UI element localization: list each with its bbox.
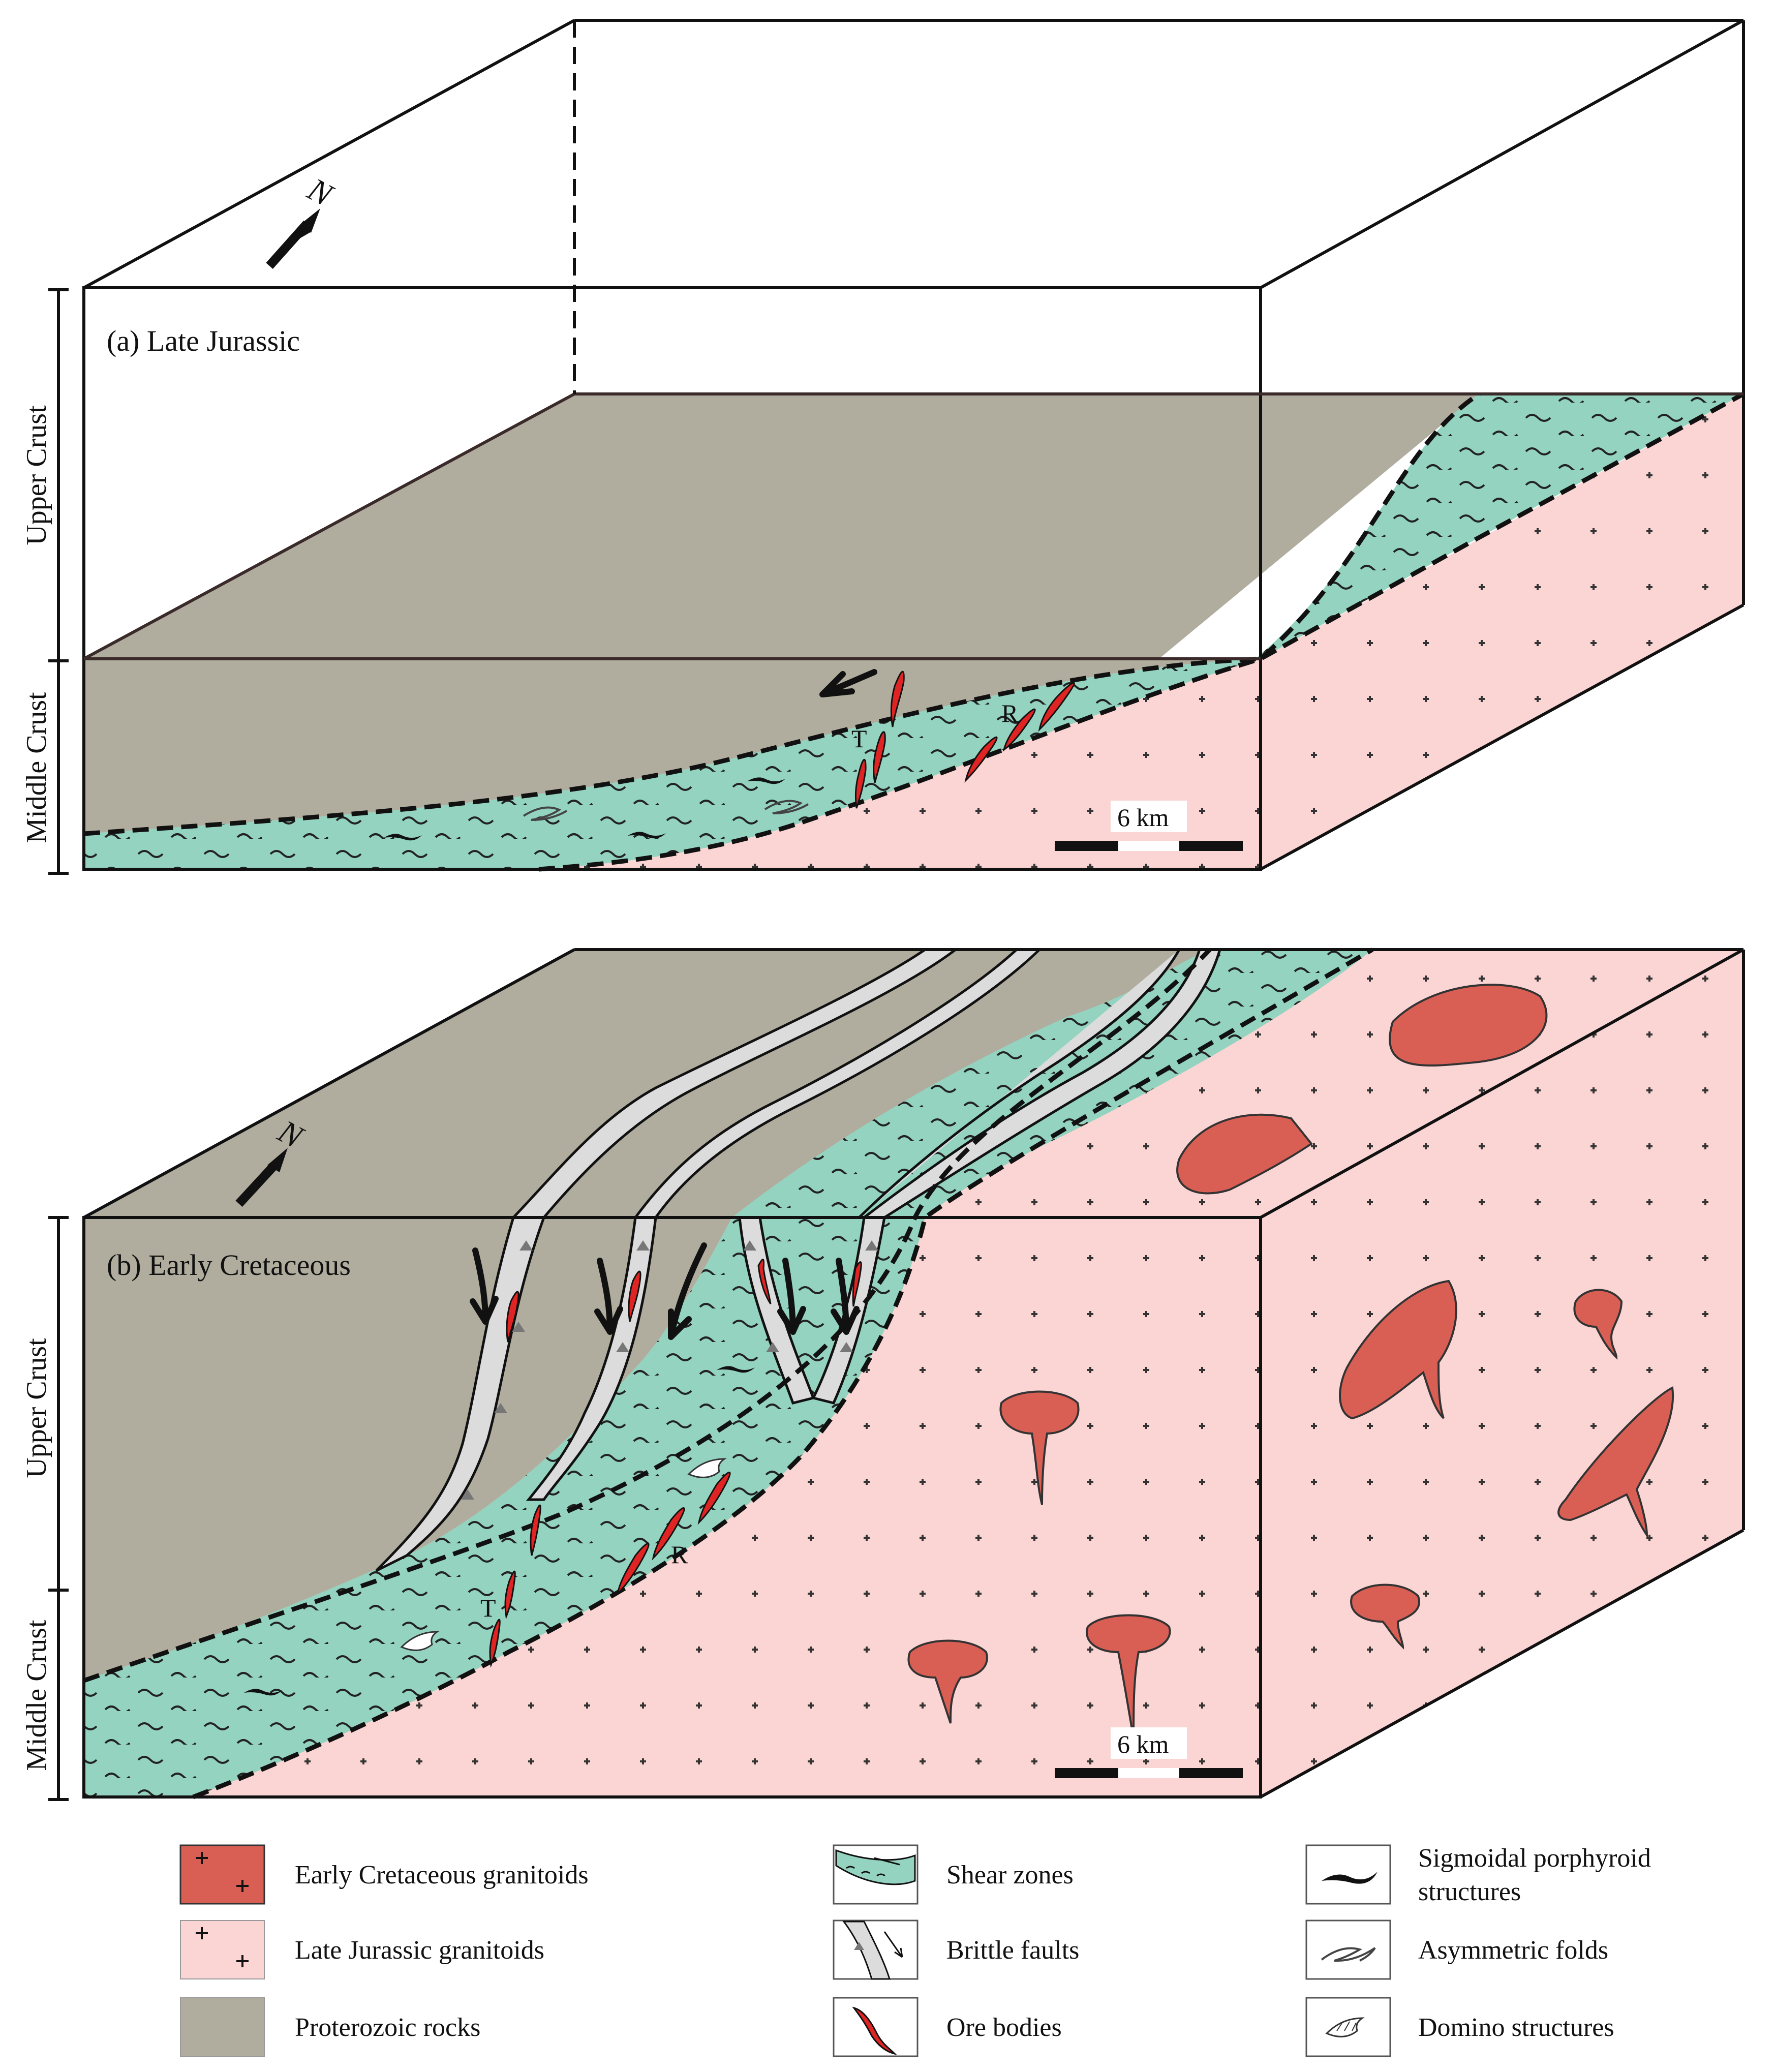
legend-ore-bodies-label: Ore bodies xyxy=(946,2013,1062,2042)
legend-asymmetric-folds-label: Asymmetric folds xyxy=(1418,1936,1608,1965)
panel-a-north-arrow xyxy=(266,208,320,269)
panel-a-dashed-contact-upper xyxy=(83,392,1481,836)
panel-b-label-r: R xyxy=(671,1540,688,1569)
legend: Early Cretaceous granitoids Late Jurassi… xyxy=(179,1844,1651,2057)
panel-a-upper-crust-label: Upper Crust xyxy=(21,405,52,545)
panel-b-upper-crust-label: Upper Crust xyxy=(21,1338,52,1478)
panel-b-domino-structures xyxy=(400,1458,727,1651)
panel-b-front-proterozoic xyxy=(84,1217,732,1681)
panel-b-fault-markers xyxy=(461,1240,878,1500)
panel-a-late-jurassic: T R N (a) Late Jurassic 6 km xyxy=(21,19,1745,875)
panel-b-scale-label: 6 km xyxy=(1117,1730,1169,1758)
panel-a-middle-crust-label: Middle Crust xyxy=(21,692,52,843)
panel-a-ore-bodies xyxy=(854,671,1075,809)
legend-sigmoidal-label-2: structures xyxy=(1418,1877,1521,1906)
panel-b-box-outline xyxy=(82,948,1745,1799)
legend-domino-label: Domino structures xyxy=(1418,2013,1614,2042)
legend-asymmetric-folds-swatch xyxy=(1305,1919,1391,1980)
panel-a-label-r: R xyxy=(1001,699,1019,727)
panel-a-front-proterozoic xyxy=(84,659,1261,834)
panel-a-sigmoidal-structures xyxy=(384,777,785,841)
panel-b-sigmoidal-structures xyxy=(244,1366,755,1696)
panel-b-front-brittle-faults xyxy=(375,1216,886,1572)
legend-brittle-faults-label: Brittle faults xyxy=(946,1936,1079,1965)
panel-b-fault-arrows xyxy=(470,1242,860,1340)
legend-ore-bodies-swatch xyxy=(833,1997,919,2057)
legend-proterozoic-swatch xyxy=(180,1997,265,2057)
legend-sigmoidal-swatch xyxy=(1305,1844,1391,1905)
panel-b-middle-crust-label: Middle Crust xyxy=(21,1620,52,1771)
panel-a-north-label: N xyxy=(301,171,340,214)
legend-brittle-faults-swatch xyxy=(833,1919,919,1980)
legend-early-cretaceous-label: Early Cretaceous granitoids xyxy=(295,1861,589,1890)
panel-a-title: (a) Late Jurassic xyxy=(107,324,300,357)
panel-b-title: (b) Early Cretaceous xyxy=(107,1248,351,1282)
panel-b-dashed-contact-upper xyxy=(83,948,1212,1683)
panel-a-shear-sense-arrow xyxy=(819,669,877,697)
panel-a-scale-bar xyxy=(1055,801,1243,851)
panel-b-crust-brackets xyxy=(48,1216,69,1801)
panel-a-scale-label: 6 km xyxy=(1117,803,1169,832)
panel-b-ore-bodies xyxy=(489,1259,862,1668)
panel-b-top-brittle-faults xyxy=(510,948,1222,1219)
panel-a-dashed-contact-lower xyxy=(538,392,1745,872)
panel-b-early-cretaceous-intrusions xyxy=(907,984,1674,1739)
panel-b-early-cretaceous: T R N (b) Early Cre xyxy=(21,948,1745,1801)
panel-b-label-t: T xyxy=(480,1594,496,1622)
legend-shear-zones-label: Shear zones xyxy=(946,1861,1074,1890)
panel-b-dashed-contact-lower xyxy=(192,948,1374,1800)
panel-a-crust-brackets xyxy=(48,288,69,875)
panel-b-north-arrow xyxy=(235,1148,288,1207)
legend-late-jurassic-swatch xyxy=(180,1920,265,1979)
panel-b-top-proterozoic xyxy=(84,950,1372,1217)
legend-sigmoidal-label-1: Sigmoidal porphyroid xyxy=(1418,1844,1651,1873)
legend-proterozoic-label: Proterozoic rocks xyxy=(295,2013,480,2042)
panel-a-label-t: T xyxy=(851,724,867,753)
panel-a-asymmetric-folds xyxy=(523,800,809,821)
legend-domino-swatch xyxy=(1305,1997,1391,2057)
legend-early-cretaceous-swatch xyxy=(179,1844,265,1905)
legend-shear-zones-swatch xyxy=(833,1844,919,1905)
panel-b-scale-bar xyxy=(1055,1727,1243,1778)
legend-late-jurassic-label: Late Jurassic granitoids xyxy=(295,1936,544,1965)
panel-a-top-proterozoic xyxy=(84,394,1479,659)
panel-a-box-outline xyxy=(82,19,1745,871)
